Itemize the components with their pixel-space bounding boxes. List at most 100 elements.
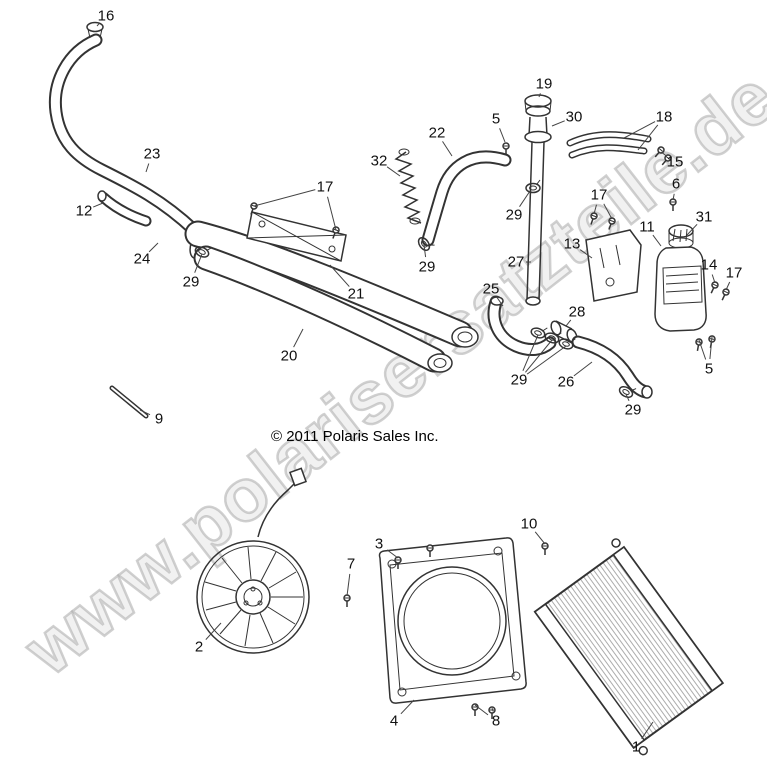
leader-line	[386, 166, 401, 177]
leader-line	[711, 274, 716, 284]
part-number-label: 23	[144, 146, 161, 163]
leader-line	[686, 223, 698, 236]
short-hose-elbow	[97, 190, 152, 227]
leader-line	[145, 163, 150, 173]
part-number-label: 18	[656, 109, 673, 126]
leader-line	[519, 190, 531, 207]
leader-line	[93, 202, 104, 208]
part-number-label: 16	[98, 8, 115, 25]
part-number-label: 27	[508, 254, 525, 271]
leader-line	[499, 128, 506, 143]
part-number-label: 30	[566, 109, 583, 126]
leader-line	[474, 704, 489, 716]
upper-radiator-hose	[421, 150, 512, 247]
part-number-label: 14	[701, 257, 718, 274]
part-number-label: 20	[281, 348, 298, 365]
leader-line	[293, 328, 304, 348]
part-number-label: 17	[726, 265, 743, 282]
part-number-label: 9	[155, 411, 163, 428]
leader-line	[672, 193, 675, 201]
part-number-label: 8	[492, 713, 500, 730]
part-number-label: 13	[564, 236, 581, 253]
part-number-label: 7	[347, 556, 355, 573]
part-number-label: 24	[134, 251, 151, 268]
fan-blades	[204, 546, 303, 647]
part-number-label: 29	[625, 402, 642, 419]
leader-line	[329, 264, 350, 287]
part-number-label: 6	[672, 176, 680, 193]
leader-line	[327, 196, 337, 231]
part-number-label: 12	[76, 203, 93, 220]
leader-line	[565, 319, 572, 327]
leader-line	[346, 573, 351, 597]
fan-shroud	[378, 537, 527, 704]
leader-line	[579, 249, 593, 259]
leader-line	[641, 721, 654, 739]
fan-wire	[257, 481, 297, 538]
part-number-label: 19	[536, 76, 553, 93]
leader-line	[534, 531, 546, 545]
vent-hoses	[566, 131, 652, 159]
part-number-label: 29	[183, 274, 200, 291]
part-number-label: 26	[558, 374, 575, 391]
part-number-label: 1	[632, 739, 640, 756]
bottle-bracket	[585, 229, 642, 302]
leader-line	[573, 361, 593, 377]
part-number-label: 4	[390, 713, 398, 730]
part-number-label: 32	[371, 153, 388, 170]
part-number-label: 29	[506, 207, 523, 224]
part-number-label: 31	[696, 209, 713, 226]
leader-line	[205, 622, 222, 640]
leader-line	[526, 345, 567, 375]
coolant-bottle	[654, 224, 707, 332]
radiator	[533, 538, 725, 756]
cooling-fan	[196, 467, 310, 654]
leader-line	[698, 339, 707, 360]
leader-line	[253, 189, 316, 207]
leader-line	[96, 23, 100, 27]
leader-line	[637, 124, 659, 151]
leader-line	[625, 393, 630, 402]
leader-line	[725, 281, 731, 291]
bottle-hose	[571, 335, 653, 399]
part-number-label: 11	[639, 219, 655, 236]
leader-line	[522, 334, 539, 371]
leader-line	[491, 707, 494, 712]
leader-line	[593, 204, 597, 215]
upper-coolant-hose	[48, 33, 201, 237]
leader-line	[386, 549, 399, 559]
leader-line	[442, 141, 453, 157]
leader-line	[623, 121, 656, 139]
leader-line	[709, 336, 713, 360]
leader-line	[194, 253, 203, 273]
part-number-label: 10	[521, 516, 538, 533]
fan-connector	[289, 467, 307, 487]
part-number-label: 29	[419, 259, 436, 276]
leader-line	[603, 203, 613, 220]
leader-line	[423, 244, 427, 258]
part-number-label: 2	[195, 639, 203, 656]
part-number-label: 29	[511, 372, 528, 389]
hose-spring-guard	[394, 148, 422, 225]
part-number-label: 3	[375, 536, 383, 553]
leader-line	[525, 339, 553, 373]
part-number-label: 17	[317, 179, 334, 196]
leader-line	[538, 93, 541, 98]
leader-line	[148, 242, 159, 253]
lower-radiator-hose	[487, 295, 557, 357]
part-number-label: 17	[591, 187, 608, 204]
part-number-label: 28	[569, 304, 586, 321]
dipstick-rod	[109, 385, 149, 419]
hose-end-cap	[86, 21, 104, 39]
leader-line	[496, 296, 504, 307]
part-number-label: 22	[429, 125, 446, 142]
part-number-label: 25	[483, 281, 500, 298]
filler-stand-tube	[525, 141, 545, 306]
leader-line	[400, 699, 415, 715]
part-number-label: 21	[348, 286, 365, 303]
part-number-label: 5	[705, 361, 713, 378]
duct-mount-bracket	[246, 211, 347, 262]
